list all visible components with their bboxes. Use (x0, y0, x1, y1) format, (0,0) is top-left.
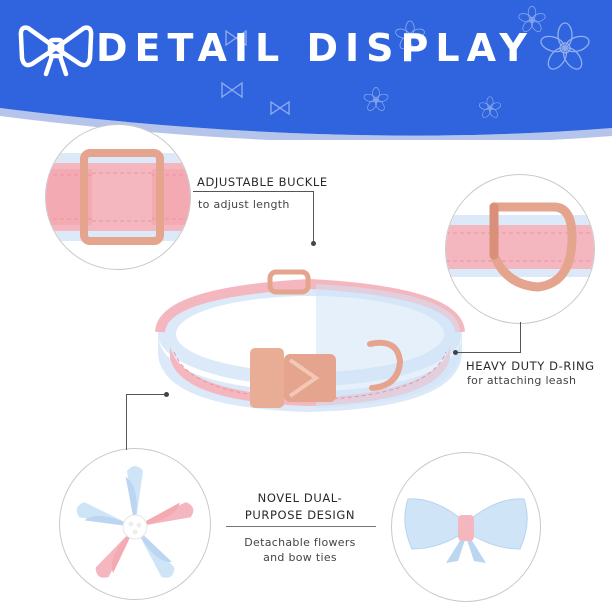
design-label-title-line1: NOVEL DUAL- (257, 491, 343, 505)
design-label-title-line2: PURPOSE DESIGN (244, 508, 356, 522)
buckle-detail-image (45, 124, 191, 270)
design-connector-line-vertical (126, 394, 127, 450)
design-connector-dot (164, 392, 169, 397)
design-label-subtitle-line1: Detachable flowers (244, 536, 356, 549)
design-divider (226, 526, 376, 527)
flower-detail-image (59, 448, 211, 600)
buckle-connector-line-vertical (313, 191, 314, 243)
dring-connector-dot (453, 350, 458, 355)
bow-icon (18, 25, 94, 77)
design-label-subtitle-line2: and bow ties (263, 551, 337, 564)
collar-image (155, 269, 465, 412)
dring-label-title: HEAVY DUTY D-RING (466, 359, 595, 373)
dring-connector-line-vertical (520, 322, 521, 352)
dring-detail-image (445, 174, 595, 324)
page-title: DETAIL DISPLAY (96, 26, 534, 70)
bow-tie-detail-image (391, 452, 541, 602)
buckle-connector-dot (311, 241, 316, 246)
buckle-connector-line (193, 191, 313, 192)
dring-connector-line (455, 352, 521, 353)
buckle-label-subtitle: to adjust length (198, 198, 290, 211)
buckle-label-title: ADJUSTABLE BUCKLE (197, 175, 328, 189)
design-connector-line (126, 394, 166, 395)
dring-label-subtitle: for attaching leash (467, 374, 577, 387)
